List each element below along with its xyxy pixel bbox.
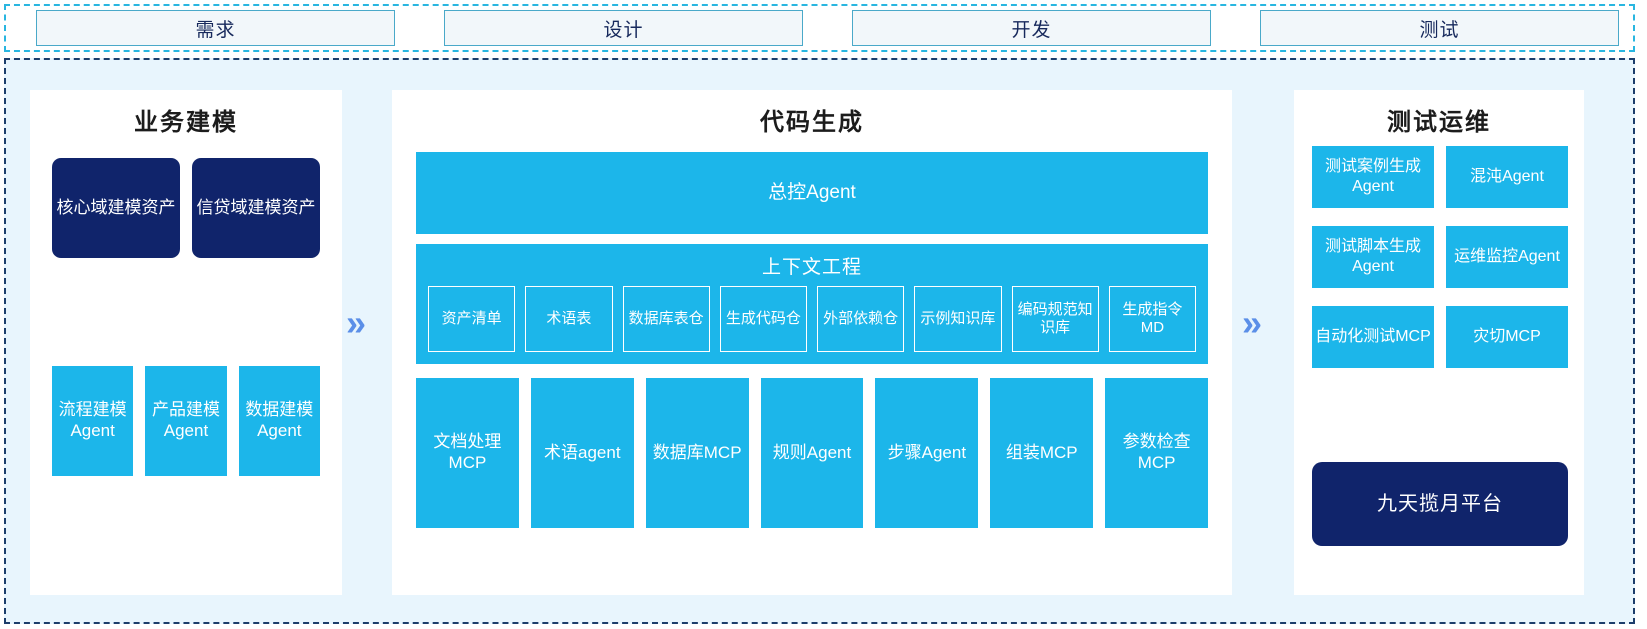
tool-parameter-check-mcp[interactable]: 参数检查MCP [1105, 378, 1209, 528]
tool-rule-agent[interactable]: 规则Agent [760, 378, 864, 528]
tool-label: 规则Agent [772, 442, 852, 462]
context-item-label: 数据库表仓 [628, 310, 704, 328]
panel-business-modeling: 业务建模 核心域建模资产 信贷域建模资产 流程建模Agent 产品建模Agent… [30, 90, 342, 595]
tool-label: 组装MCP [1005, 442, 1078, 462]
tool-assembly-mcp[interactable]: 组装MCP [990, 378, 1094, 528]
tool-step-agent[interactable]: 步骤Agent [875, 378, 979, 528]
tool-label: 文档处理MCP [433, 432, 502, 472]
phase-box-development[interactable]: 开发 [852, 10, 1211, 46]
context-item-label: 生成代码仓 [725, 310, 801, 328]
context-item-external-dependency-repo[interactable]: 外部依赖仓 [817, 286, 905, 352]
context-item-generation-instruction-md[interactable]: 生成指令MD [1108, 286, 1196, 352]
phase-label: 测试 [1419, 19, 1460, 41]
platform-label: 九天揽月平台 [1377, 492, 1503, 515]
panel-title-business: 业务建模 [134, 109, 238, 136]
context-item-row: 资产清单 术语表 数据库表仓 生成代码仓 外部依赖仓 示例知识库 [428, 286, 1196, 352]
context-engineering-block: 上下文工程 资产清单 术语表 数据库表仓 生成代码仓 外部依赖仓 示 [416, 244, 1208, 364]
tool-document-processing-mcp[interactable]: 文档处理MCP [416, 378, 519, 528]
phase-box-testing[interactable]: 测试 [1260, 10, 1619, 46]
context-item-label: 资产清单 [441, 310, 502, 328]
tool-label: 参数检查MCP [1122, 432, 1191, 472]
panel-code-generation: 代码生成 总控Agent 上下文工程 资产清单 术语表 数据库表仓 生成代码仓 [392, 90, 1232, 595]
test-tile-label: 测试脚本生成Agent [1324, 238, 1421, 275]
context-item-label: 示例知识库 [920, 310, 996, 328]
agent-label: 产品建模Agent [151, 400, 220, 440]
agent-label: 数据建模Agent [245, 400, 314, 440]
agent-label: 流程建模Agent [58, 400, 127, 440]
operations-monitoring-agent[interactable]: 运维监控Agent [1446, 226, 1568, 288]
test-tile-grid: 测试案例生成Agent 混沌Agent 测试脚本生成Agent 运维监控Agen… [1312, 146, 1568, 368]
phase-box-design[interactable]: 设计 [444, 10, 803, 46]
phase-row: 需求 设计 开发 测试 [6, 6, 1633, 50]
architecture-canvas: 业务建模 核心域建模资产 信贷域建模资产 流程建模Agent 产品建模Agent… [4, 58, 1635, 624]
agent-product-modeling[interactable]: 产品建模Agent [145, 366, 227, 476]
master-control-agent[interactable]: 总控Agent [416, 152, 1208, 234]
business-asset-row: 核心域建模资产 信贷域建模资产 [52, 158, 320, 258]
context-item-glossary[interactable]: 术语表 [525, 286, 613, 352]
test-tile-label: 自动化测试MCP [1315, 328, 1431, 346]
business-agent-row: 流程建模Agent 产品建模Agent 数据建模Agent [52, 366, 320, 476]
context-item-asset-list[interactable]: 资产清单 [428, 286, 516, 352]
master-agent-label: 总控Agent [768, 182, 856, 204]
phase-strip: 需求 设计 开发 测试 [4, 4, 1635, 52]
tool-label: 数据库MCP [652, 442, 742, 462]
panel-title-test: 测试运维 [1387, 109, 1491, 136]
jiutian-lanyue-platform[interactable]: 九天揽月平台 [1312, 462, 1568, 546]
context-item-generated-code-repo[interactable]: 生成代码仓 [719, 286, 807, 352]
test-script-generation-agent[interactable]: 测试脚本生成Agent [1312, 226, 1434, 288]
phase-label: 需求 [195, 19, 236, 41]
panel-test-operations: 测试运维 测试案例生成Agent 混沌Agent 测试脚本生成Agent 运维监… [1294, 90, 1584, 595]
test-tile-label: 测试案例生成Agent [1324, 158, 1421, 195]
tool-glossary-agent[interactable]: 术语agent [530, 378, 634, 528]
context-item-example-knowledge-base[interactable]: 示例知识库 [914, 286, 1002, 352]
test-case-generation-agent[interactable]: 测试案例生成Agent [1312, 146, 1434, 208]
context-item-label: 编码规范知识库 [1017, 301, 1093, 336]
tool-label: 术语agent [544, 442, 621, 462]
chevron-right-icon: » [1242, 302, 1262, 343]
tool-database-mcp[interactable]: 数据库MCP [645, 378, 749, 528]
test-tile-label: 灾切MCP [1473, 328, 1541, 346]
test-tile-label: 运维监控Agent [1454, 248, 1560, 266]
code-tool-row: 文档处理MCP 术语agent 数据库MCP 规则Agent 步骤Agent 组… [416, 378, 1209, 528]
asset-label: 核心域建模资产 [56, 197, 176, 217]
context-engineering-title: 上下文工程 [761, 257, 862, 278]
asset-credit-domain[interactable]: 信贷域建模资产 [192, 158, 320, 258]
chaos-agent[interactable]: 混沌Agent [1446, 146, 1568, 208]
context-item-coding-standard-knowledge-base[interactable]: 编码规范知识库 [1011, 286, 1099, 352]
context-item-label: 生成指令MD [1122, 301, 1183, 336]
tool-label: 步骤Agent [887, 442, 967, 462]
phase-label: 设计 [603, 19, 644, 41]
panel-title-code: 代码生成 [760, 109, 864, 136]
asset-core-domain[interactable]: 核心域建模资产 [52, 158, 180, 258]
asset-label: 信贷域建模资产 [196, 197, 316, 217]
phase-box-requirements[interactable]: 需求 [36, 10, 395, 46]
agent-process-modeling[interactable]: 流程建模Agent [52, 366, 134, 476]
phase-label: 开发 [1011, 19, 1052, 41]
chevron-right-icon: » [346, 302, 366, 343]
test-tile-label: 混沌Agent [1470, 168, 1544, 186]
disaster-switch-mcp[interactable]: 灾切MCP [1446, 306, 1568, 368]
context-item-db-table-repo[interactable]: 数据库表仓 [622, 286, 710, 352]
automated-test-mcp[interactable]: 自动化测试MCP [1312, 306, 1434, 368]
context-item-label: 外部依赖仓 [823, 310, 899, 328]
context-item-label: 术语表 [546, 310, 592, 328]
agent-data-modeling[interactable]: 数据建模Agent [238, 366, 320, 476]
